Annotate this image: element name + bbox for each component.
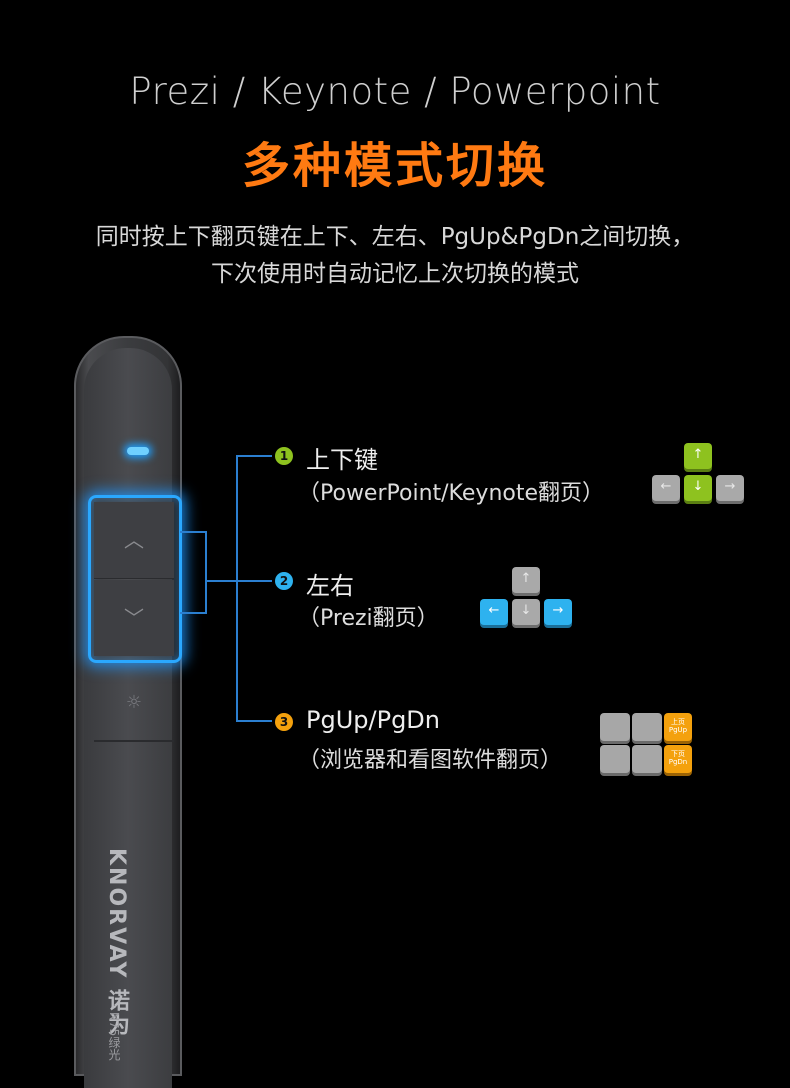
connector-branch-2 (207, 580, 272, 582)
presenter-device: ︿ ﹀ ☼ KNORVAY 诺为 N75绿光 (74, 336, 182, 1088)
arrow-right-key: → (544, 599, 572, 625)
arrow-down-key: ↓ (512, 599, 540, 625)
description-line-2: 下次使用时自动记忆上次切换的模式 (211, 261, 579, 287)
blank-key (632, 745, 662, 773)
page-title: 多种模式切换 (241, 138, 548, 194)
connector-trunk (236, 455, 238, 721)
mode-2-subtitle: （Prezi翻页） (298, 606, 439, 631)
status-led (127, 447, 149, 455)
model-label: N75绿光 (107, 1012, 121, 1061)
device-body: ︿ ﹀ ☼ KNORVAY 诺为 N75绿光 (84, 348, 182, 1088)
button-glow-outline (88, 495, 182, 663)
connector-bracket-bottom (180, 612, 206, 614)
connector-bracket-vertical (205, 531, 207, 614)
mode-2-number: 2 (275, 572, 293, 590)
mode-3-subtitle: （浏览器和看图软件翻页） (298, 748, 563, 773)
arrow-right-key: → (716, 475, 744, 501)
connector-branch-1 (236, 455, 272, 457)
page-down-button: ﹀ (94, 580, 174, 656)
subtitle-en: Prezi / Keynote / Powerpoint (129, 70, 661, 113)
blank-key (600, 713, 630, 741)
mode-2-title: 左右 (306, 572, 354, 600)
pgup-key: 上页 PgUp (664, 713, 692, 741)
arrow-left-key: ← (652, 475, 680, 501)
pgdn-key: 下页 PgDn (664, 745, 692, 773)
connector-branch-3 (236, 720, 272, 722)
page-up-button: ︿ (94, 502, 174, 579)
arrow-left-key: ← (480, 599, 508, 625)
blank-key (600, 745, 630, 773)
arrow-up-key: ↑ (512, 567, 540, 593)
arrow-up-key: ↑ (684, 443, 712, 469)
mode-1-number: 1 (275, 447, 293, 465)
arrow-down-key: ↓ (684, 475, 712, 501)
laser-button: ☼ (94, 666, 174, 742)
mode-1-subtitle: （PowerPoint/Keynote翻页） (298, 481, 605, 506)
connector-bracket-top (180, 531, 206, 533)
mode-3-title: PgUp/PgDn (306, 706, 440, 734)
mode-1-title: 上下键 (306, 446, 378, 474)
description-line-1: 同时按上下翻页键在上下、左右、PgUp&PgDn之间切换， (95, 224, 695, 250)
blank-key (632, 713, 662, 741)
mode-3-number: 3 (275, 713, 293, 731)
brand-label: KNORVAY 诺为 (104, 848, 129, 1038)
